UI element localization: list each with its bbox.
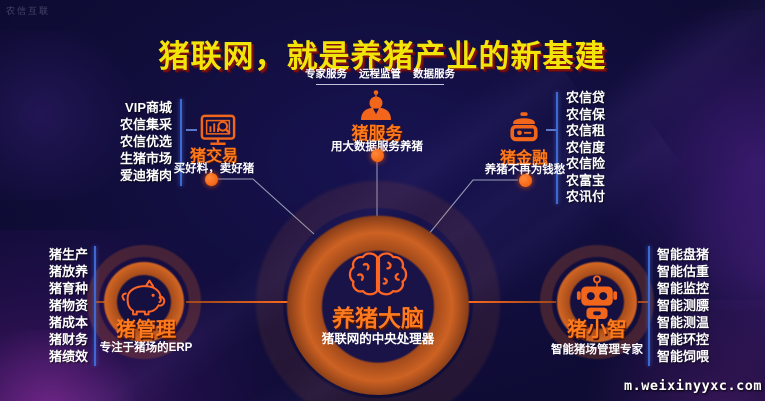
list-item: 农信度 — [566, 139, 606, 155]
robot-icon — [575, 275, 619, 326]
trade-separator-line — [180, 99, 182, 186]
watermark-url: m.weixinyyxc.com — [623, 378, 762, 394]
finance-dash — [546, 129, 557, 131]
center-subtitle: 猪联网的中央处理器 — [321, 332, 435, 346]
section-title-management: 猪管理 — [116, 319, 176, 341]
page-title: 猪联网，就是养猪产业的新基建 — [158, 38, 607, 74]
list-item: 智能盘猪 — [657, 247, 710, 262]
connector-management-to-brain — [186, 301, 288, 303]
list-item: 猪物资 — [48, 298, 88, 313]
service-tags: 专家服务远程监管数据服务 — [300, 66, 460, 81]
finance-separator-line — [556, 92, 558, 204]
list-item: 智能监控 — [657, 281, 710, 296]
market-analytics-icon — [199, 113, 237, 154]
finance-item-list: 农信贷农信保农信租农信度农信险农富宝农讯付 — [566, 90, 628, 206]
connector-brain-to-ai — [468, 301, 556, 303]
list-item: 农信保 — [566, 106, 606, 122]
list-item: 农讯付 — [566, 189, 606, 204]
list-item: 数据服务 — [413, 68, 455, 80]
brain-ring — [286, 211, 470, 395]
section-subtitle-ai: 智能猪场管理专家 — [551, 344, 643, 356]
list-item: 专家服务 — [305, 68, 347, 80]
management-circle — [103, 261, 185, 343]
list-item: VIP商城 — [125, 100, 172, 115]
list-item: 农信租 — [566, 123, 606, 138]
section-subtitle-management: 专注于猪场的ERP — [99, 342, 193, 354]
list-item: 爱迪猪肉 — [119, 168, 172, 183]
support-agent-icon — [354, 90, 398, 125]
list-item: 农信集采 — [119, 117, 172, 132]
list-item: 生猪市场 — [119, 151, 172, 166]
trade-dash — [186, 129, 197, 131]
list-item: 农信贷 — [566, 90, 606, 105]
management-item-list: 猪生产猪放养猪育种猪物资猪成本猪财务猪绩效 — [34, 246, 88, 365]
node-dot-finance — [519, 174, 532, 187]
center-title: 养猪大脑 — [332, 305, 424, 331]
list-item: 农信险 — [566, 156, 606, 171]
section-title-ai: 猪小智 — [567, 319, 627, 341]
connector-stub-left — [96, 301, 105, 303]
list-item: 智能估重 — [657, 264, 710, 279]
list-item: 远程监管 — [359, 68, 401, 80]
service-tags-underline — [316, 84, 444, 85]
trade-item-list: VIP商城农信集采农信优选生猪市场爱迪猪肉 — [114, 99, 172, 184]
list-item: 猪绩效 — [48, 349, 88, 364]
node-dot-trade — [205, 173, 218, 186]
company-logo: 农信互联 — [6, 6, 51, 16]
section-subtitle-service: 用大数据服务养猪 — [331, 141, 423, 153]
section-subtitle-finance: 养猪不再为钱愁 — [484, 164, 566, 176]
money-box-icon — [505, 111, 543, 152]
section-title-service: 猪服务 — [351, 124, 403, 143]
ai-separator-line — [648, 246, 650, 366]
list-item: 猪生产 — [48, 247, 88, 262]
list-item: 智能饲喂 — [657, 349, 710, 364]
list-item: 猪财务 — [48, 332, 88, 347]
section-title-trade: 猪交易 — [189, 148, 238, 165]
list-item: 智能测温 — [657, 315, 710, 330]
list-item: 农信优选 — [119, 134, 172, 149]
list-item: 智能测膘 — [657, 298, 710, 313]
management-separator-line — [94, 246, 96, 366]
list-item: 猪育种 — [48, 281, 88, 296]
section-subtitle-trade: 买好料，卖好猪 — [173, 163, 255, 175]
list-item: 猪成本 — [48, 315, 88, 330]
node-dot-service — [371, 149, 384, 162]
ai-item-list: 智能盘猪智能估重智能监控智能测膘智能测温智能环控智能饲喂 — [657, 246, 727, 365]
brain-icon — [345, 250, 411, 305]
list-item: 猪放养 — [48, 264, 88, 279]
list-item: 农富宝 — [566, 172, 606, 188]
section-title-finance: 猪金融 — [499, 150, 548, 167]
connector-stub-right — [638, 301, 648, 303]
list-item: 智能环控 — [657, 332, 710, 347]
pig-icon — [118, 278, 170, 323]
